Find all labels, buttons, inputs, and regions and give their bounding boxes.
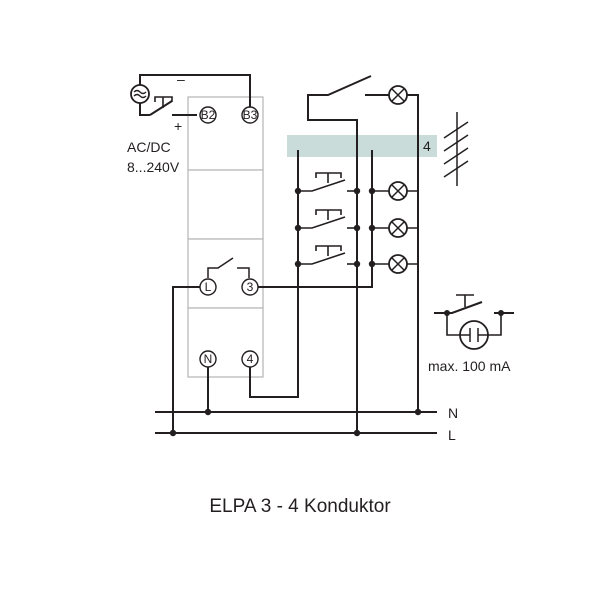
lamp-icon	[388, 181, 408, 201]
svg-text:B2: B2	[201, 108, 216, 122]
illuminated-pushbutton-symbol: max. 100 mA	[428, 294, 514, 374]
junction-dot	[353, 224, 361, 232]
svg-text:4: 4	[247, 352, 254, 366]
junction-dot	[294, 187, 302, 195]
pushbutton-ladder	[297, 150, 373, 433]
max-current-label: max. 100 mA	[428, 358, 511, 374]
supply-type-label: AC/DC	[127, 139, 171, 155]
svg-text:B3: B3	[243, 108, 258, 122]
svg-text:L: L	[205, 280, 212, 294]
terminal-3: 3	[241, 278, 259, 296]
relay-module	[187, 96, 264, 378]
terminal-n: N	[199, 350, 217, 368]
supply-voltage-label: 8...240V	[127, 159, 180, 175]
junction-dot	[353, 260, 361, 268]
pushbutton-icon	[298, 172, 357, 192]
lamp-icon	[388, 85, 408, 105]
diagram-caption: ELPA 3 - 4 Konduktor	[209, 496, 391, 517]
terminal-b3: B3	[241, 106, 259, 124]
junction-dot	[353, 187, 361, 195]
lamp-icon	[388, 218, 408, 238]
ladder-row	[294, 172, 418, 201]
terminal-l: L	[199, 278, 217, 296]
terminal-b2: B2	[199, 106, 217, 124]
minus-sign: –	[177, 71, 185, 87]
svg-text:3: 3	[247, 280, 254, 294]
conductor-band-label: 4	[423, 138, 431, 154]
conductor-hatch-icon	[443, 112, 469, 186]
ladder-row	[294, 209, 418, 238]
line-bus-label: L	[448, 427, 456, 443]
supply-circuit: – + AC/DC 8...240V	[127, 71, 251, 175]
ladder-row	[294, 245, 418, 274]
terminal-4: 4	[241, 350, 259, 368]
junction-dot	[294, 224, 302, 232]
pushbutton-icon	[298, 245, 357, 265]
junction-dot	[294, 260, 302, 268]
neutral-bus-label: N	[448, 405, 458, 421]
svg-text:N: N	[204, 352, 213, 366]
conductor-band	[287, 135, 437, 157]
ac-source-icon	[130, 84, 150, 104]
plus-sign: +	[174, 118, 182, 134]
pushbutton-icon	[298, 209, 357, 229]
top-switch-lamp	[307, 75, 419, 410]
bus-lines: N L	[155, 405, 458, 443]
lamp-icon	[388, 254, 408, 274]
